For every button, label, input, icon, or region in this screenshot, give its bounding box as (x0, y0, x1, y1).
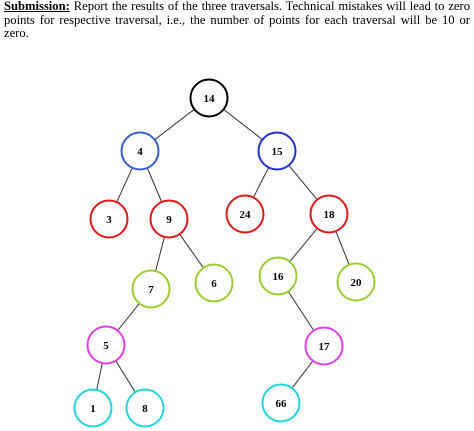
tree-node-66: 66 (261, 383, 301, 423)
tree-node-24: 24 (225, 194, 265, 234)
node-label: 4 (137, 146, 143, 158)
tree-node-6: 6 (194, 263, 234, 303)
node-circle (304, 326, 344, 366)
node-label: 9 (166, 214, 172, 226)
node-label: 1 (90, 403, 96, 415)
node-label: 20 (351, 277, 363, 289)
tree-edge (116, 167, 133, 203)
tree-edge (146, 167, 163, 203)
node-circle (225, 194, 265, 234)
submission-instructions: Submission: Report the results of the th… (4, 0, 470, 41)
node-circle (194, 263, 234, 303)
node-circle (257, 131, 297, 171)
tree-node-4: 4 (120, 131, 160, 171)
tree-edge (289, 227, 318, 263)
tree-node-20: 20 (336, 262, 376, 302)
node-label: 17 (319, 341, 331, 353)
node-circle (258, 256, 298, 296)
node-circle (86, 325, 126, 365)
node-circle (261, 383, 301, 423)
node-circle (89, 199, 129, 239)
tree-node-5: 5 (86, 325, 126, 365)
tree-edge (287, 291, 315, 331)
node-label: 14 (204, 93, 216, 105)
tree-edge (154, 108, 195, 141)
tree-edges (96, 108, 350, 393)
tree-node-1: 1 (73, 388, 113, 428)
node-label: 3 (106, 214, 112, 226)
tree-edge (96, 362, 103, 391)
node-label: 6 (211, 278, 217, 290)
tree-edge (155, 236, 165, 272)
node-label: 16 (273, 271, 285, 283)
node-label: 15 (272, 146, 284, 158)
tree-edge (117, 303, 140, 331)
node-circle (125, 388, 165, 428)
node-label: 18 (324, 209, 336, 221)
tree-edge (252, 167, 270, 198)
node-circle (120, 131, 160, 171)
tree-node-3: 3 (89, 199, 129, 239)
tree-node-16: 16 (258, 256, 298, 296)
tree-edge (335, 231, 350, 265)
tree-edge (223, 109, 263, 140)
node-label: 5 (103, 340, 109, 352)
node-circle (131, 269, 171, 309)
tree-node-8: 8 (125, 388, 165, 428)
tree-node-18: 18 (309, 194, 349, 234)
node-circle (73, 388, 113, 428)
submission-label: Submission: (4, 0, 70, 13)
node-label: 24 (240, 209, 252, 221)
node-label: 7 (148, 284, 154, 296)
node-circle (189, 78, 229, 118)
node-circle (309, 194, 349, 234)
tree-edge (288, 164, 318, 201)
tree-node-9: 9 (149, 199, 189, 239)
node-label: 66 (276, 398, 288, 410)
tree-node-14: 14 (189, 78, 229, 118)
node-label: 8 (142, 403, 148, 415)
tree-node-17: 17 (304, 326, 344, 366)
tree-edge (291, 360, 314, 389)
tree-node-15: 15 (257, 131, 297, 171)
node-circle (149, 199, 189, 239)
tree-node-7: 7 (131, 269, 171, 309)
submission-text: Report the results of the three traversa… (4, 0, 470, 40)
tree-edge (115, 360, 136, 393)
node-circle (336, 262, 376, 302)
tree-edge (179, 233, 204, 269)
